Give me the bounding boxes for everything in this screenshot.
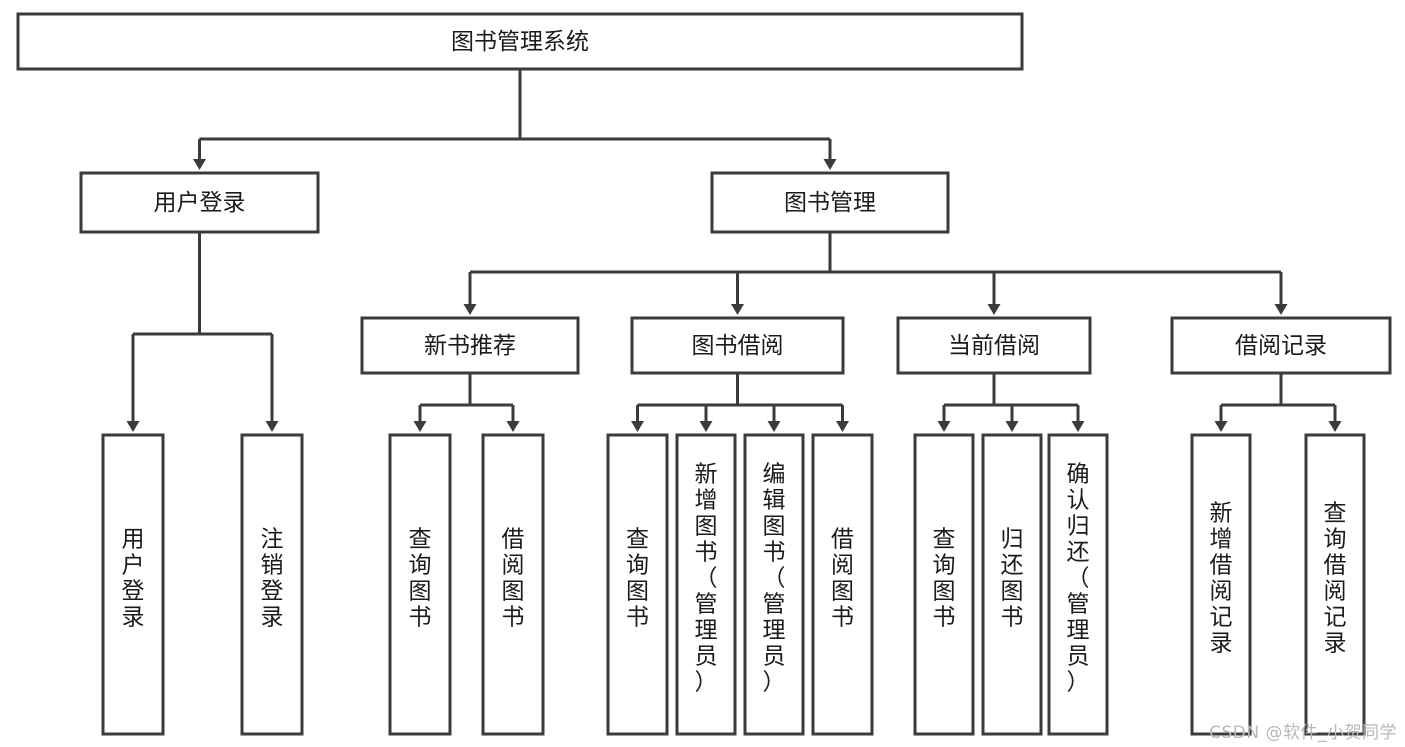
- node-level2-1-label: 图书管理: [784, 190, 876, 216]
- node-leaf-9[interactable]: 归还图书: [981, 433, 1043, 736]
- node-leaf-10-label: 确认归还（管理员）: [1067, 462, 1090, 696]
- node-leaf-5-label: 新增图书（管理员）: [695, 462, 718, 696]
- node-leaf-10[interactable]: 确认归还（管理员）: [1047, 433, 1109, 736]
- node-leaf-1[interactable]: 注销登录: [240, 433, 304, 736]
- node-level2-0-label: 用户登录: [154, 190, 246, 216]
- node-leaf-8-label: 查询图书: [933, 527, 956, 631]
- node-leaf-0-label: 用户登录: [122, 527, 145, 631]
- node-leaf-2-label: 查询图书: [409, 527, 432, 631]
- node-leaf-3-label: 借阅图书: [502, 527, 525, 631]
- node-level3-3-rect: [1170, 316, 1392, 375]
- node-leaf-1-label: 注销登录: [261, 527, 284, 631]
- node-level3-1-rect: [630, 316, 845, 375]
- node-leaf-3[interactable]: 借阅图书: [481, 433, 545, 736]
- node-leaf-5[interactable]: 新增图书（管理员）: [675, 433, 737, 736]
- node-root[interactable]: 图书管理系统: [16, 12, 1024, 71]
- node-leaf-2[interactable]: 查询图书: [388, 433, 452, 736]
- node-leaf-11-label: 新增借阅记录: [1210, 501, 1233, 657]
- node-leaf-5-rect: [675, 433, 737, 736]
- node-root-rect: [16, 12, 1024, 71]
- node-level3-0[interactable]: 新书推荐: [360, 316, 580, 375]
- node-leaf-9-label: 归还图书: [1001, 527, 1024, 631]
- node-level3-0-rect: [360, 316, 580, 375]
- node-leaf-2-rect: [388, 433, 452, 736]
- node-leaf-3-rect: [481, 433, 545, 736]
- connector-lines: [126, 69, 1342, 432]
- node-level2-0-rect: [79, 171, 320, 234]
- csdn-watermark: CSDN @软件_小贺同学: [1209, 723, 1397, 743]
- node-leaf-6-label: 编辑图书（管理员）: [763, 462, 786, 696]
- node-level3-1-label: 图书借阅: [692, 333, 784, 359]
- node-leaf-4-rect: [606, 433, 669, 736]
- node-leaf-7-rect: [811, 433, 874, 736]
- node-leaf-6[interactable]: 编辑图书（管理员）: [743, 433, 805, 736]
- node-level3-2-label: 当前借阅: [948, 333, 1040, 359]
- node-level3-3-label: 借阅记录: [1235, 333, 1327, 359]
- node-leaf-9-rect: [981, 433, 1043, 736]
- node-level2-1[interactable]: 图书管理: [710, 171, 950, 234]
- node-leaf-10-rect: [1047, 433, 1109, 736]
- node-leaf-12[interactable]: 查询借阅记录: [1304, 433, 1366, 736]
- node-leaf-4-label: 查询图书: [626, 527, 649, 631]
- node-leaf-1-rect: [240, 433, 304, 736]
- node-leaf-4[interactable]: 查询图书: [606, 433, 669, 736]
- node-leaf-8-rect: [913, 433, 975, 736]
- node-leaf-7-label: 借阅图书: [831, 527, 854, 631]
- node-level3-2[interactable]: 当前借阅: [896, 316, 1092, 375]
- node-leaf-11-rect: [1190, 433, 1252, 736]
- node-leaf-7[interactable]: 借阅图书: [811, 433, 874, 736]
- node-leaf-11[interactable]: 新增借阅记录: [1190, 433, 1252, 736]
- node-level2-1-rect: [710, 171, 950, 234]
- node-leaf-6-rect: [743, 433, 805, 736]
- node-boxes: 图书管理系统用户登录图书管理新书推荐图书借阅当前借阅借阅记录用户登录注销登录查询…: [16, 12, 1392, 736]
- node-leaf-12-label: 查询借阅记录: [1324, 501, 1347, 657]
- node-root-label: 图书管理系统: [451, 29, 589, 55]
- node-level3-1[interactable]: 图书借阅: [630, 316, 845, 375]
- node-leaf-8[interactable]: 查询图书: [913, 433, 975, 736]
- node-leaf-0[interactable]: 用户登录: [101, 433, 165, 736]
- node-level3-3[interactable]: 借阅记录: [1170, 316, 1392, 375]
- node-level3-2-rect: [896, 316, 1092, 375]
- node-level3-0-label: 新书推荐: [424, 333, 516, 359]
- node-leaf-12-rect: [1304, 433, 1366, 736]
- node-level2-0[interactable]: 用户登录: [79, 171, 320, 234]
- node-leaf-0-rect: [101, 433, 165, 736]
